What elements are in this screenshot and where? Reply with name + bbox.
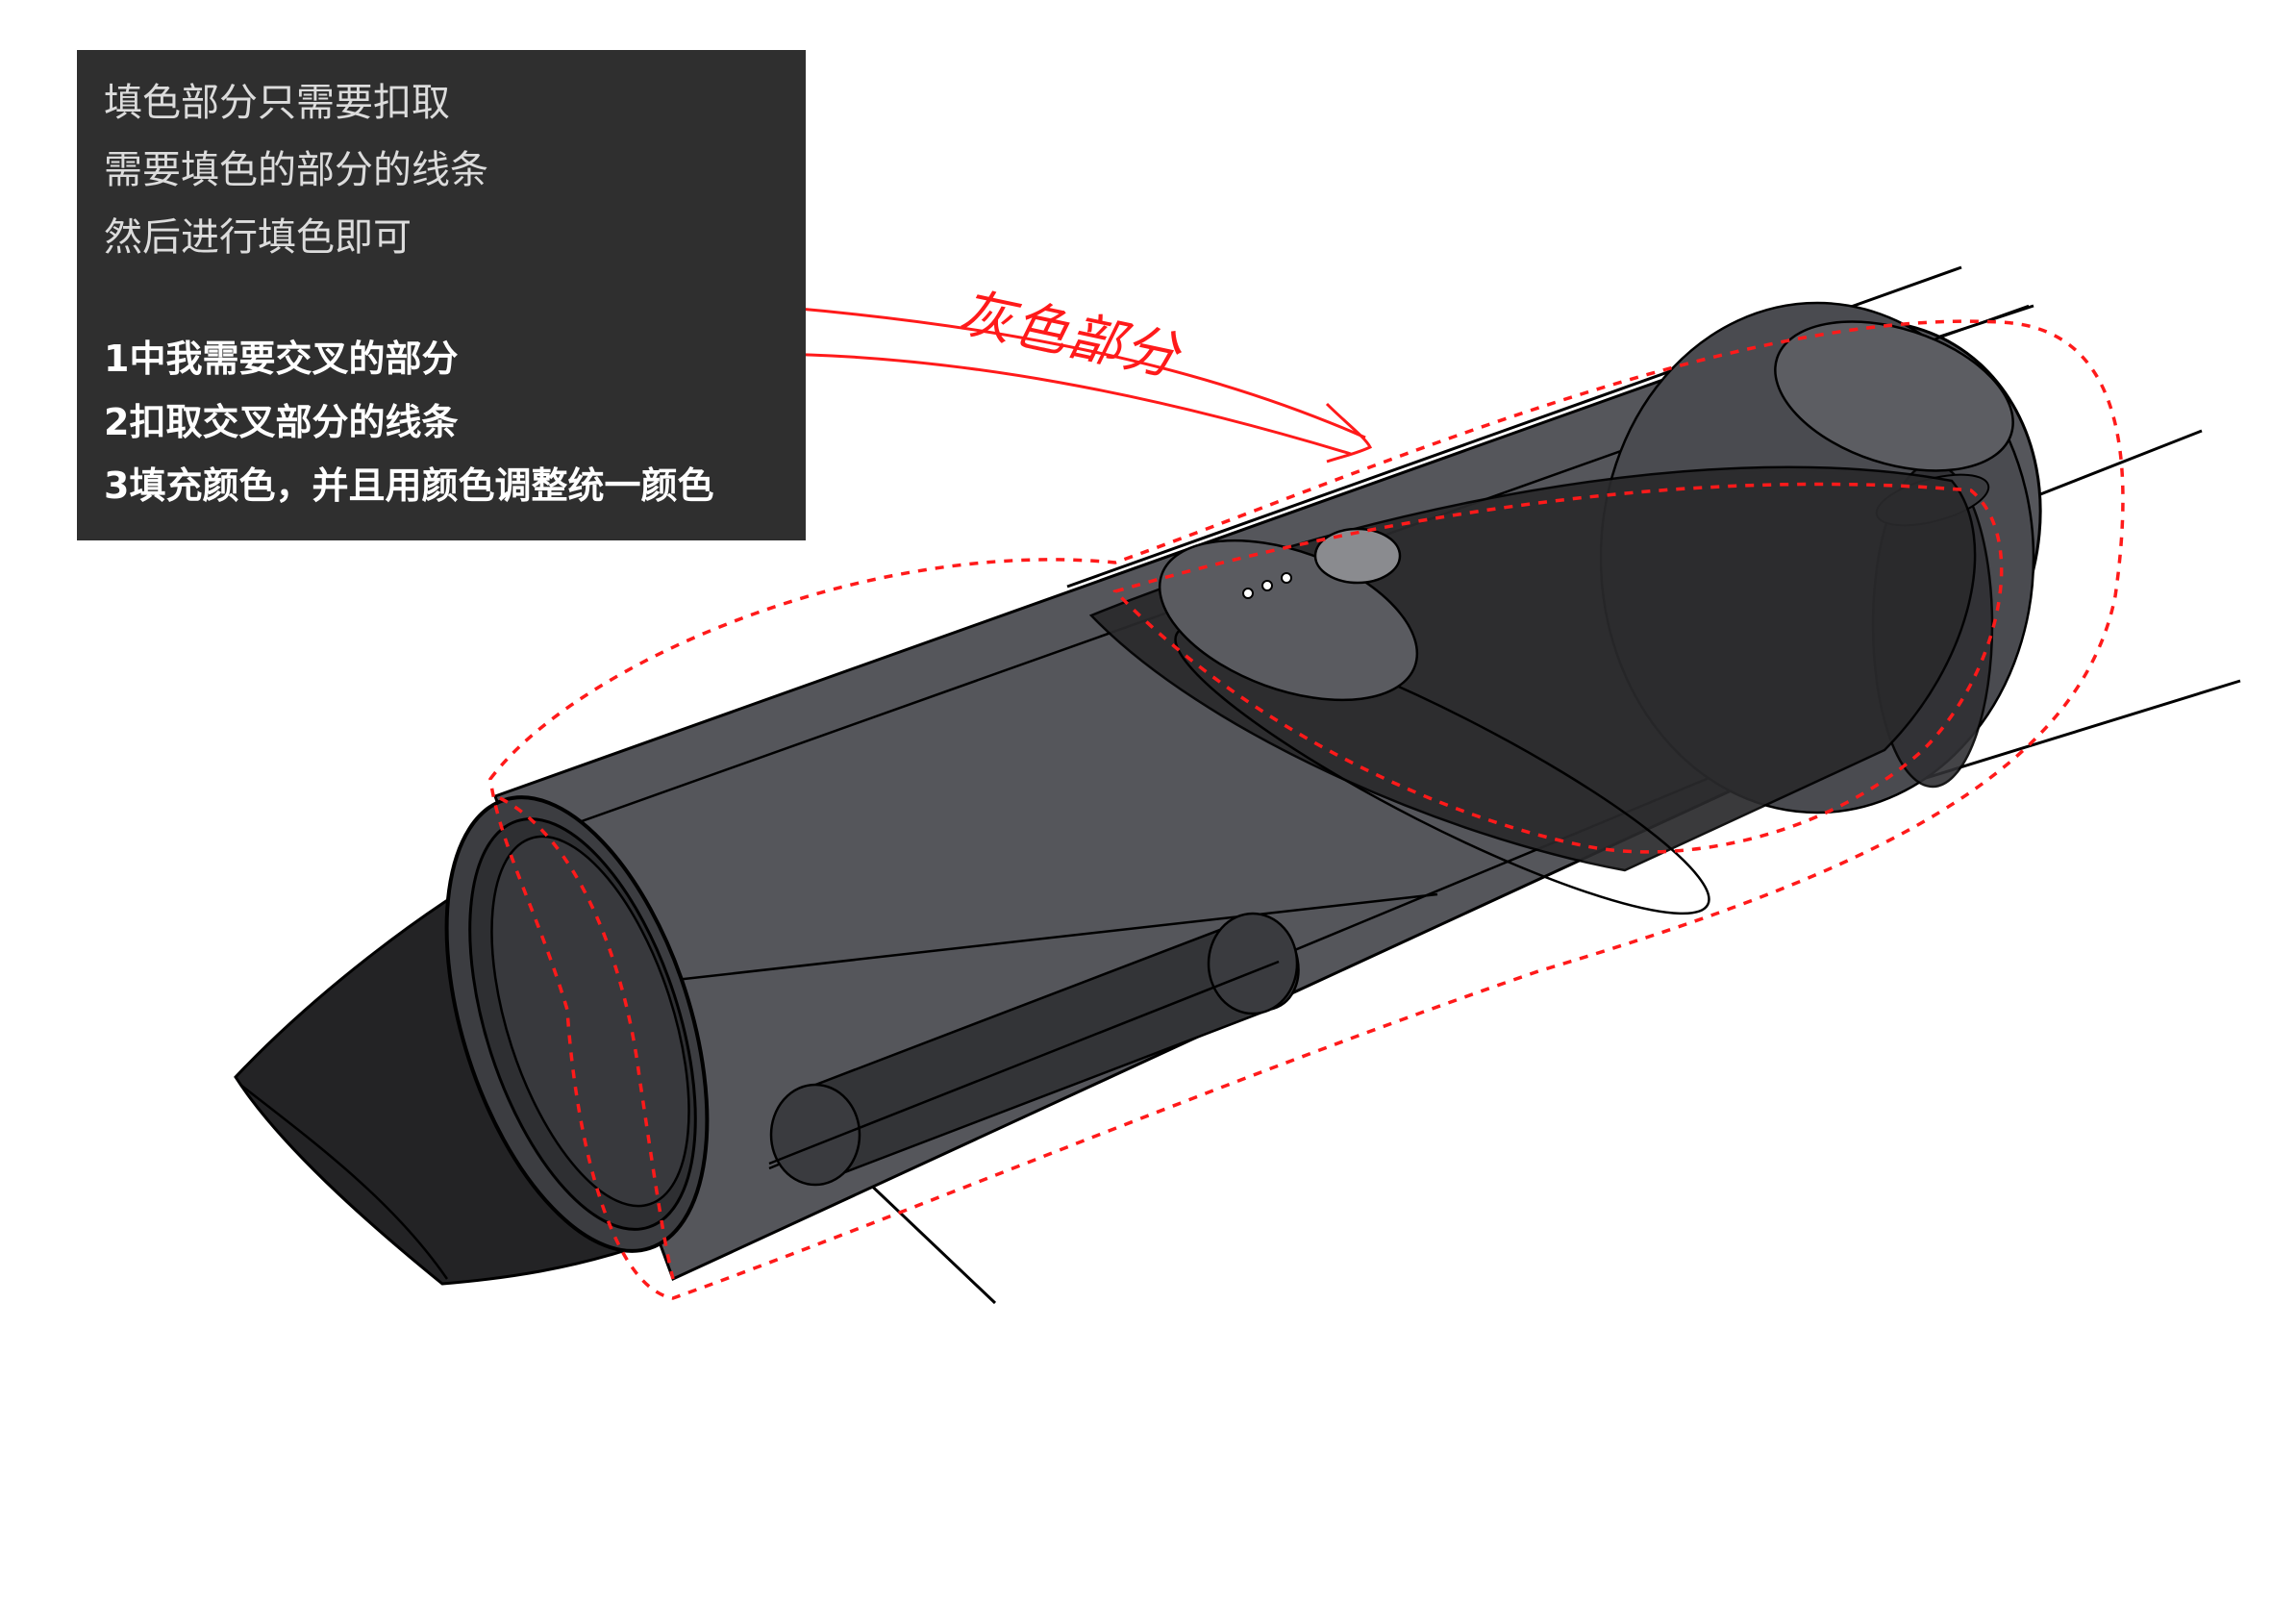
step-line: 3填充颜色，并且用颜色调整统一颜色 [104, 464, 714, 507]
arrow-stroke [768, 352, 1352, 456]
instruction-line: 需要填色的部分的线条 [104, 148, 488, 192]
indicator-dot [1261, 580, 1273, 591]
side-cylinder-line [768, 960, 1280, 1165]
instruction-line: 填色部分只需要扣取 [104, 81, 450, 125]
step-line: 2扣取交叉部分的线条 [104, 401, 459, 443]
side-cylinder-end [1207, 912, 1299, 1015]
nozzle-crease [239, 1084, 449, 1280]
front-ring-inner [490, 835, 690, 1208]
dashed-outline-ring [499, 796, 675, 1280]
side-cylinder-end [769, 1083, 861, 1187]
construction-line [1922, 679, 2241, 781]
slot-oval [1174, 623, 1710, 915]
indicator-dot [1281, 572, 1292, 584]
tube-axis-line [537, 892, 1438, 997]
step-line: 1中我需要交叉的部分 [104, 338, 459, 380]
dashed-outlines [488, 319, 2125, 1300]
indicator-dot [1242, 588, 1254, 599]
dashed-outline-body [488, 319, 2125, 1300]
dashed-outline-slot [1111, 482, 2004, 854]
arrow-stroke [787, 306, 1366, 439]
instruction-panel: 填色部分只需要扣取 需要填色的部分的线条 然后进行填色即可 1中我需要交叉的部分… [77, 50, 806, 540]
annotation-arrows [768, 306, 1373, 464]
button-oval [1313, 527, 1402, 585]
spacer [104, 271, 806, 327]
arrow-head [1325, 402, 1373, 464]
end-cap-top-oval [1774, 320, 2014, 472]
instruction-line: 然后进行填色即可 [104, 215, 412, 260]
